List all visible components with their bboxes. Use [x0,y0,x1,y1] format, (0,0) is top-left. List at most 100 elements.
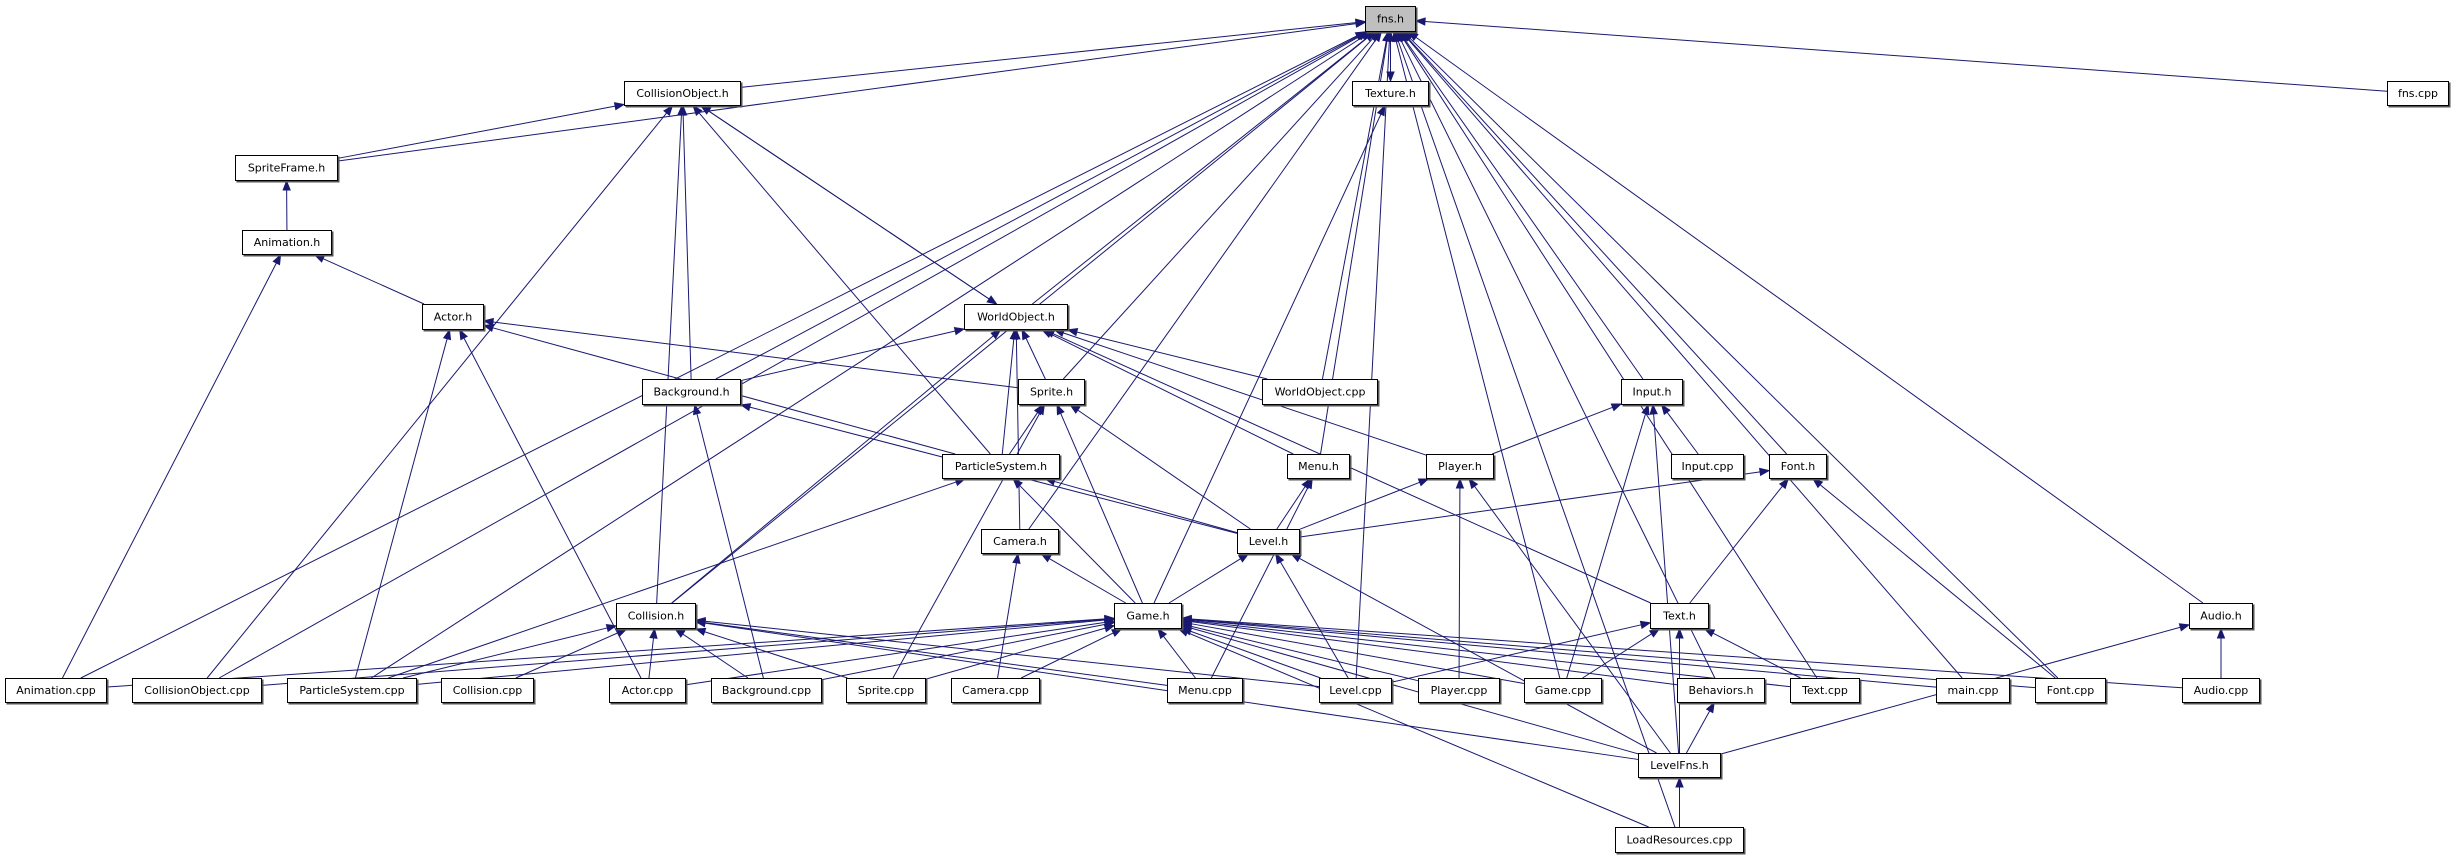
arrowhead-icon [1066,327,1079,337]
edge-particlesystem-cpp-includes-collision-h [402,623,618,679]
edge-game-h-includes-sprite-h [1056,403,1143,604]
node-menu-h[interactable]: Menu.h [1287,454,1352,481]
edge-line [1190,621,1678,686]
node-menu-cpp[interactable]: Menu.cpp [1167,678,1245,705]
node-text-cpp[interactable]: Text.cpp [1790,678,1862,705]
node-spriteframe-h[interactable]: SpriteFrame.h [235,155,340,183]
node-fns-cpp[interactable]: fns.cpp [2387,81,2451,108]
edge-levelfns-h-includes-game-h [1180,624,1639,755]
edge-sprite-cpp-includes-collision-h [694,627,848,679]
arrowhead-icon [1468,477,1479,490]
node-label: Text.cpp [1801,684,1848,697]
edge-line [80,35,1358,679]
arrowhead-icon [459,328,468,341]
arrowhead-icon [1610,403,1623,412]
node-particlesystem-h[interactable]: ParticleSystem.h [942,454,1062,481]
edge-line [1210,486,1309,679]
edge-player-cpp-includes-game-h [1180,622,1419,682]
node-level-h[interactable]: Level.h [1237,529,1302,556]
node-label: ParticleSystem.cpp [299,684,404,697]
node-player-cpp[interactable]: Player.cpp [1418,678,1502,705]
edge-sprite-h-includes-worldobject-h [1021,328,1046,380]
node-fns-h[interactable]: fns.h [1365,6,1418,34]
edge-menu-cpp-includes-menu-h [1210,477,1313,679]
node-collisionobject-cpp[interactable]: CollisionObject.cpp [132,678,264,705]
arrowhead-icon [1402,31,1414,42]
arrowhead-icon [1012,478,1023,489]
node-camera-h[interactable]: Camera.h [981,529,1061,556]
node-animation-cpp[interactable]: Animation.cpp [5,678,109,705]
node-levelfns-h[interactable]: LevelFns.h [1638,753,1723,780]
node-font-cpp[interactable]: Font.cpp [2035,678,2108,705]
node-main-cpp[interactable]: main.cpp [1936,678,2012,705]
node-behaviors-h[interactable]: Behaviors.h [1677,678,1767,705]
node-animation-h[interactable]: Animation.h [242,230,334,257]
node-label: Behaviors.h [1688,684,1753,697]
node-input-cpp[interactable]: Input.cpp [1671,454,1746,481]
edge-line [700,105,990,300]
node-background-cpp[interactable]: Background.cpp [711,678,824,705]
arrowhead-icon [613,102,626,111]
edge-line [1666,411,1699,455]
edge-actor-cpp-includes-collision-h [648,627,658,679]
edge-game-h-includes-level-h [1168,553,1250,604]
edge-line [1474,485,1671,754]
node-box [1352,81,1429,106]
edge-line [388,481,957,679]
node-worldobject-h[interactable]: WorldObject.h [964,304,1070,332]
edge-font-cpp-includes-font-h [1812,478,2056,679]
arrowhead-icon [1394,30,1403,43]
edge-levelfns-h-includes-level-h [1290,553,1657,754]
node-input-h[interactable]: Input.h [1621,379,1685,407]
node-game-h[interactable]: Game.h [1114,603,1184,631]
node-actor-h[interactable]: Actor.h [422,304,486,332]
node-label: Menu.cpp [1178,684,1232,697]
arrowhead-icon [1414,17,1426,26]
node-level-cpp[interactable]: Level.cpp [1319,678,1394,705]
node-actor-cpp[interactable]: Actor.cpp [609,678,688,705]
edge-line [1076,331,1268,380]
node-collision-h[interactable]: Collision.h [616,603,698,631]
node-audio-h[interactable]: Audio.h [2189,603,2255,631]
node-camera-cpp[interactable]: Camera.cpp [951,678,1042,705]
arrowhead-icon [694,627,707,636]
edge-loadresources-cpp-includes-levelfns-h [1675,776,1684,827]
node-collisionobject-h[interactable]: CollisionObject.h [624,81,743,108]
arrowhead-icon [1355,19,1367,28]
node-box [616,603,696,629]
arrowhead-icon [678,104,688,116]
edge-animation-cpp-includes-animation-h [62,253,282,679]
node-texture-h[interactable]: Texture.h [1352,81,1431,108]
edge-line [1190,619,1937,688]
node-audio-cpp[interactable]: Audio.cpp [2182,678,2262,705]
edge-line [925,627,1106,680]
arrowhead-icon [2216,627,2226,639]
node-sprite-cpp[interactable]: Sprite.cpp [846,678,928,705]
edge-game-h-includes-particlesystem-h [1012,478,1136,604]
edge-audio-cpp-includes-audio-h [2216,627,2226,678]
node-collision-cpp[interactable]: Collision.cpp [441,678,536,705]
node-sprite-h[interactable]: Sprite.h [1018,379,1087,407]
node-background-h[interactable]: Background.h [642,379,743,407]
edge-line [1054,480,1238,534]
edge-worldobject-cpp-includes-worldobject-h [1066,327,1268,380]
edge-line [698,112,991,455]
node-particlesystem-cpp[interactable]: ParticleSystem.cpp [287,678,419,705]
node-loadresources-cpp[interactable]: LoadResources.cpp [1615,827,1746,855]
edge-level-cpp-includes-collision-h [694,617,1320,688]
arrowhead-icon [1675,627,1684,639]
arrowhead-icon [272,253,282,266]
edge-behaviors-h-includes-fns-h [1396,30,1716,679]
node-player-h[interactable]: Player.h [1426,454,1496,481]
node-game-cpp[interactable]: Game.cpp [1524,678,1604,705]
node-label: SpriteFrame.h [248,162,325,175]
edge-line [1458,487,1461,679]
node-text-h[interactable]: Text.h [1650,603,1711,631]
edge-levelfns-h-includes-behaviors-h [1685,701,1715,754]
node-font-h[interactable]: Font.h [1769,454,1829,481]
edge-camera-h-includes-worldobject-h [1012,328,1021,530]
arrowhead-icon [282,179,291,191]
arrowhead-icon [1455,477,1465,489]
node-worldobject-cpp[interactable]: WorldObject.cpp [1262,379,1380,407]
